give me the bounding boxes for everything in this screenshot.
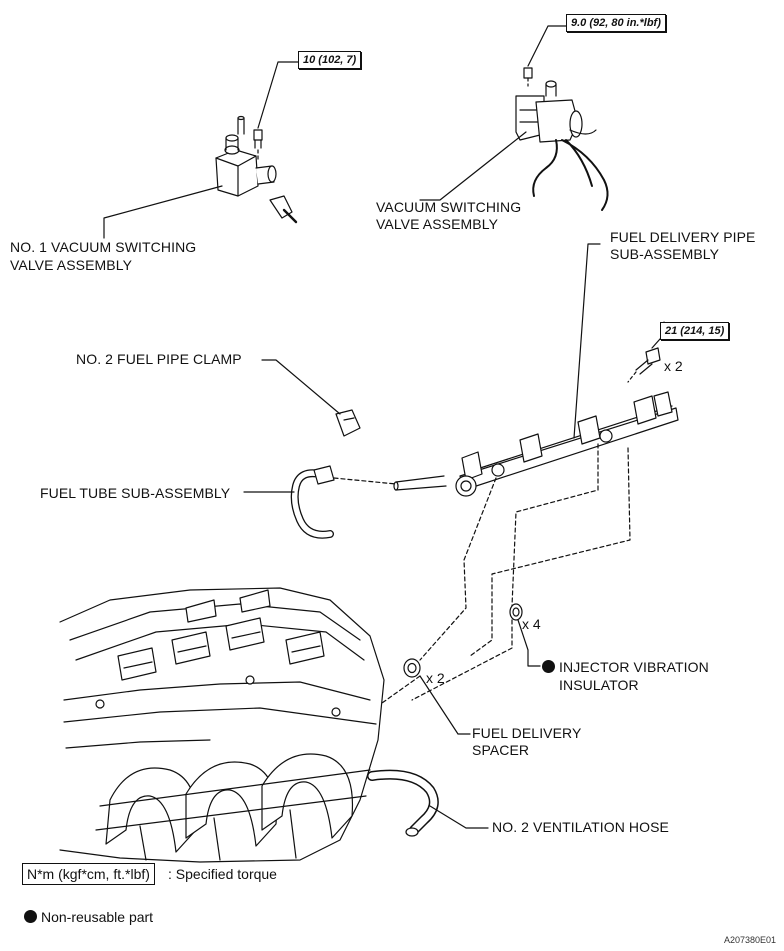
legend-torque-units: N*m (kgf*cm, ft.*lbf) — [22, 863, 155, 885]
torque-no1-vsv: 10 (102, 7) — [298, 51, 362, 69]
label-fuel-tube: FUEL TUBE SUB-ASSEMBLY — [40, 485, 231, 501]
torque-fuel-pipe: 21 (214, 15) — [660, 322, 730, 340]
non-reusable-dot-icon — [542, 660, 555, 673]
qty-spacer: x 2 — [426, 670, 445, 686]
label-no1-vsv-line1: NO. 1 VACUUM SWITCHING — [10, 239, 197, 255]
engine-drawing — [59, 587, 385, 863]
legend-torque-desc: : Specified torque — [168, 866, 277, 882]
label-insulator-text: INJECTOR VIBRATION — [559, 659, 709, 675]
label-no1-vsv-line2: VALVE ASSEMBLY — [10, 257, 133, 273]
torque-vsv: 9.0 (92, 80 in.*lbf) — [566, 14, 666, 32]
label-no2-fuel-pipe-clamp: NO. 2 FUEL PIPE CLAMP — [76, 351, 242, 367]
spacer-drawing — [403, 658, 421, 678]
legend-non-reusable-text: Non-reusable part — [41, 909, 154, 925]
no1-vsv-drawing — [215, 115, 298, 224]
label-fuel-delivery-pipe-line2: SUB-ASSEMBLY — [610, 246, 720, 262]
fuel-pipe-bolt-drawing — [635, 347, 661, 375]
label-spacer-line1: FUEL DELIVERY — [472, 725, 582, 741]
label-vsv-line1: VACUUM SWITCHING — [376, 199, 522, 215]
insulator-drawing — [509, 603, 523, 621]
qty-bolt: x 2 — [664, 358, 683, 374]
label-insulator-line1: INJECTOR VIBRATION — [542, 659, 709, 676]
no2-fuel-pipe-clamp-drawing — [335, 409, 361, 437]
label-fuel-delivery-pipe-line1: FUEL DELIVERY PIPE — [610, 229, 756, 245]
fuel-tube-drawing — [290, 465, 335, 539]
ventilation-hose-drawing — [367, 769, 439, 837]
fuel-delivery-pipe-drawing — [393, 391, 679, 497]
legend-non-reusable: Non-reusable part — [24, 908, 153, 926]
label-vsv-line2: VALVE ASSEMBLY — [376, 216, 499, 232]
figure-id: A207380E01 — [723, 935, 776, 945]
label-ventilation-hose: NO. 2 VENTILATION HOSE — [492, 819, 669, 835]
qty-insulator: x 4 — [522, 616, 541, 632]
legend-dot-icon — [24, 910, 37, 923]
label-spacer-line2: SPACER — [472, 742, 530, 758]
vsv-drawing — [515, 67, 609, 211]
label-insulator-line2: INSULATOR — [559, 677, 639, 693]
